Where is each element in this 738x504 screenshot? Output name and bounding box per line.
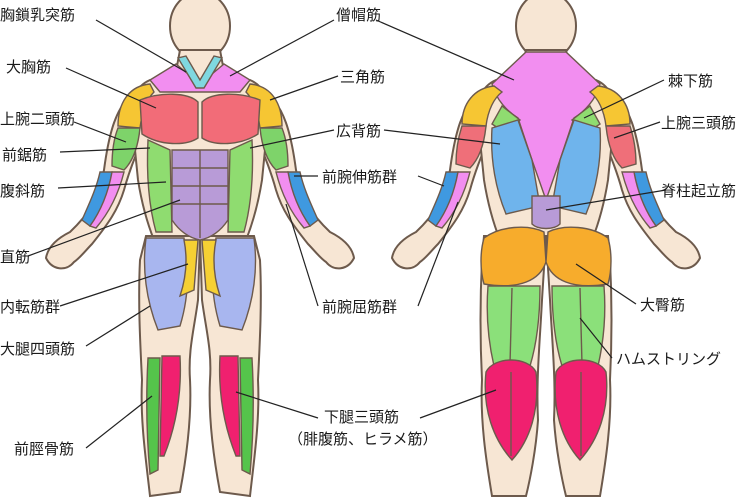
front-left-tibialis bbox=[146, 357, 161, 476]
back-left-gluteus bbox=[480, 226, 547, 287]
label-adductors: 内転筋群 bbox=[0, 298, 61, 316]
label-pectoralis: 大胸筋 bbox=[6, 58, 52, 76]
label-infraspinatus: 棘下筋 bbox=[668, 72, 714, 90]
front-left-obliques bbox=[146, 138, 173, 233]
label-tibialis: 前脛骨筋 bbox=[14, 440, 75, 458]
label-forearm-flexors: 前腕屈筋群 bbox=[322, 298, 398, 316]
label-hamstrings: ハムストリング bbox=[616, 350, 722, 368]
label-quadriceps: 大腿四頭筋 bbox=[0, 340, 76, 358]
label-obliques: 腹斜筋 bbox=[0, 182, 46, 200]
front-right-obliques bbox=[227, 138, 254, 233]
label-biceps: 上腕二頭筋 bbox=[0, 110, 76, 128]
label-latissimus: 広背筋 bbox=[336, 122, 382, 140]
leader-lines bbox=[27, 19, 667, 449]
front-left-forearm-flex bbox=[88, 171, 125, 229]
label-triceps: 上腕三頭筋 bbox=[660, 114, 736, 132]
back-right-gluteus bbox=[545, 226, 612, 287]
front-left-adductor bbox=[178, 239, 199, 298]
front-right-pectoral bbox=[201, 93, 261, 145]
front-figure bbox=[44, 0, 356, 498]
back-left-hamstring bbox=[486, 285, 541, 367]
front-right-calf bbox=[218, 355, 241, 457]
label-deltoid: 三角筋 bbox=[340, 68, 386, 86]
front-left-pectoral bbox=[139, 93, 199, 145]
back-right-hamstring bbox=[551, 285, 606, 367]
front-sternocleidomastoid bbox=[176, 55, 224, 89]
front-right-forearm-flex bbox=[275, 171, 312, 229]
front-left-calf bbox=[159, 355, 182, 457]
label-erector-spinae: 脊柱起立筋 bbox=[660, 182, 736, 200]
front-right-biceps bbox=[259, 127, 289, 171]
label-sternocleidomastoid: 胸鎖乳突筋 bbox=[0, 6, 76, 24]
front-right-adductor bbox=[201, 239, 222, 298]
back-erector-spinae bbox=[531, 195, 561, 230]
label-triceps-surae: 下腿三頭筋 bbox=[324, 408, 400, 426]
back-left-lat bbox=[490, 119, 541, 215]
front-right-tibialis bbox=[239, 357, 254, 476]
label-gluteus: 大臀筋 bbox=[640, 296, 686, 314]
label-trapezius: 僧帽筋 bbox=[336, 6, 382, 24]
label-forearm-extensors: 前腕伸筋群 bbox=[322, 168, 398, 186]
label-serratus: 前鋸筋 bbox=[2, 146, 48, 164]
label-rectus-abdominis: 直筋 bbox=[0, 248, 31, 266]
back-right-triceps bbox=[605, 125, 637, 169]
back-figure bbox=[390, 0, 702, 497]
label-triceps-surae-sub: （腓腹筋、ヒラメ筋） bbox=[288, 430, 438, 448]
back-right-lat bbox=[551, 119, 602, 215]
back-right-forearm-flex bbox=[621, 171, 658, 229]
back-left-triceps bbox=[455, 125, 487, 169]
back-left-forearm-flex bbox=[434, 171, 471, 229]
